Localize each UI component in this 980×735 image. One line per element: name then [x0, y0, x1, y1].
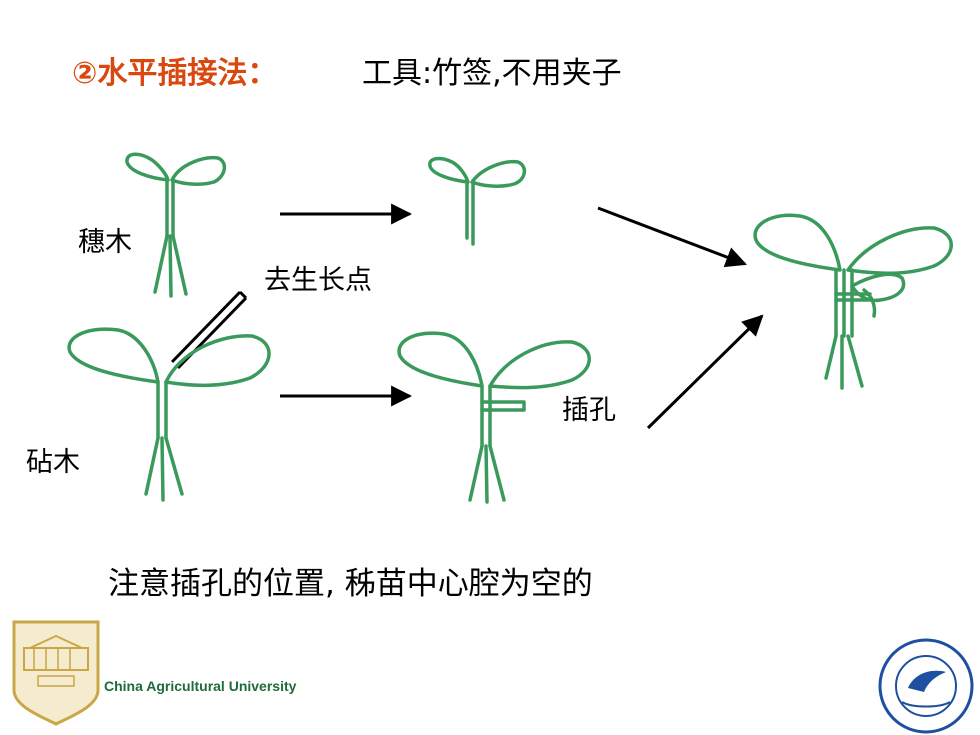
bamboo-stick	[170, 290, 248, 370]
grafted-seedling	[753, 213, 953, 390]
tools-subtitle: 工具:竹签,不用夹子	[362, 56, 622, 91]
rootstock-seedling	[67, 327, 271, 502]
university-name: China Agricultural University	[104, 678, 297, 694]
arrow-stock-to-graft	[646, 314, 764, 430]
scion-trimmed	[428, 156, 527, 246]
rootstock-with-hole	[397, 331, 591, 504]
label-remove-growing-point: 去生长点	[264, 265, 372, 296]
instruction-note: 注意插孔的位置, 秭苗中心腔为空的	[108, 566, 593, 602]
scion-seedling	[125, 152, 227, 298]
university-crest	[12, 620, 100, 726]
label-insert-hole: 插孔	[562, 395, 616, 426]
college-seal	[878, 638, 974, 734]
slide-title: ②水平插接法：	[72, 56, 278, 91]
arrow-scion-to-graft	[597, 206, 747, 268]
process-arrows	[280, 203, 764, 430]
label-scion: 穗木	[78, 227, 132, 258]
label-rootstock: 砧木	[26, 447, 80, 478]
